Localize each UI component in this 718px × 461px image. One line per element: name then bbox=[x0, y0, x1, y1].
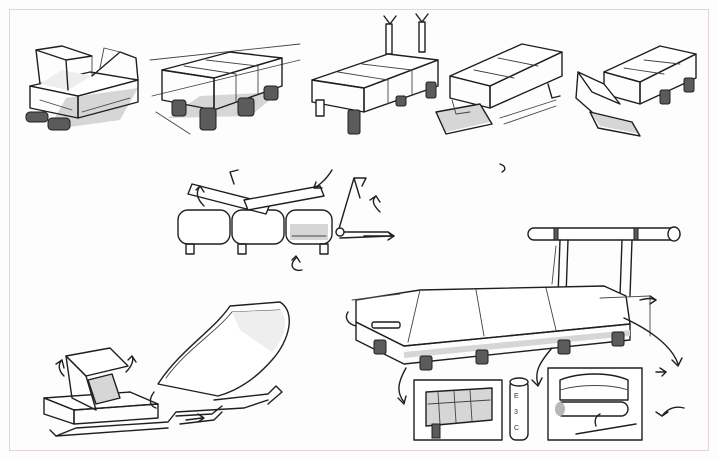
svg-text:C: C bbox=[514, 425, 519, 432]
bench-backrest-raised bbox=[575, 45, 697, 137]
bench-drawer-pulled bbox=[435, 43, 563, 135]
detail-roller bbox=[547, 367, 685, 441]
svg-text:3: 3 bbox=[514, 409, 518, 416]
detail-handle: E 3 C bbox=[509, 377, 529, 441]
bench-with-bar-stand bbox=[311, 13, 439, 135]
bench-with-pullup-bar bbox=[345, 226, 683, 405]
sheet-border bbox=[9, 9, 709, 451]
detail-storage-interior bbox=[413, 379, 503, 441]
reclining-lounger bbox=[43, 301, 290, 437]
bench-storage-open-top bbox=[25, 45, 139, 131]
annotation-arrows bbox=[499, 163, 667, 377]
bench-closed bbox=[149, 43, 301, 135]
mechanism-side-view bbox=[177, 169, 395, 272]
svg-text:E: E bbox=[514, 393, 519, 400]
